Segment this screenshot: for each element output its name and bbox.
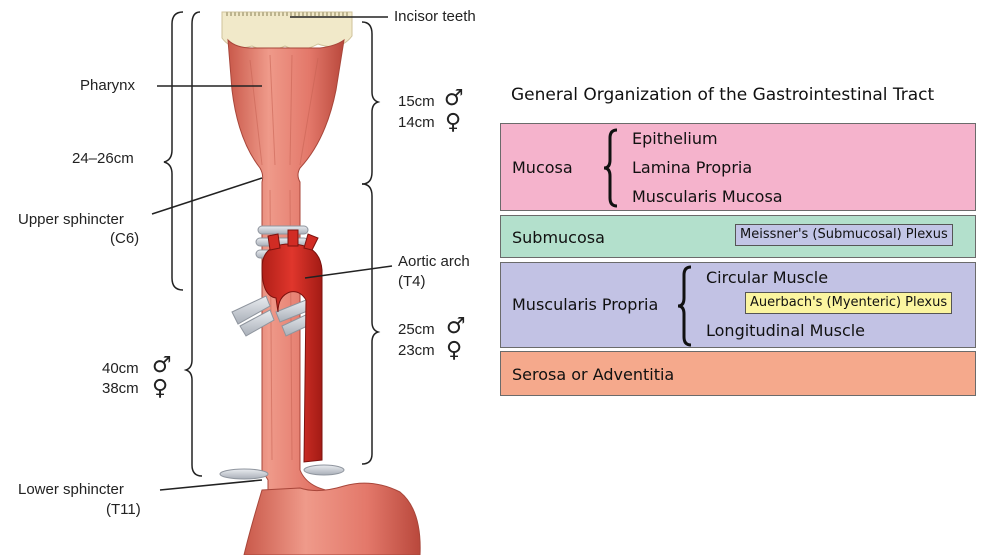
brace-icon — [675, 265, 695, 347]
serosa-layer: Serosa or Adventitia — [500, 351, 976, 396]
mucosa-layer: Mucosa Epithelium Lamina Propria Muscula… — [500, 123, 976, 211]
right-brace-lower — [362, 184, 378, 464]
layer-name: Serosa or Adventitia — [512, 365, 674, 384]
sublayer-circular-muscle: Circular Muscle — [706, 268, 828, 287]
female-symbol-icon: ♀ — [446, 340, 462, 362]
mid-male-length: 25cm — [398, 321, 435, 339]
sublayer-muscularis-mucosa: Muscularis Mucosa — [632, 187, 783, 206]
pharynx-label: Pharynx — [80, 77, 135, 95]
lower-sphincter-label: Lower sphincter — [18, 481, 124, 499]
aortic-arch-level: (T4) — [398, 273, 426, 291]
upper-male-length: 15cm — [398, 93, 435, 111]
upper-female-length: 14cm — [398, 114, 435, 132]
sublayer-epithelium: Epithelium — [632, 129, 718, 148]
aortic-arch-label: Aortic arch — [398, 253, 470, 271]
mid-female-length: 23cm — [398, 342, 435, 360]
lower-sphincter-level: (T11) — [106, 501, 141, 519]
left-brace-upper — [164, 12, 183, 290]
brace-icon — [601, 128, 621, 208]
male-symbol-icon: ♂ — [446, 316, 466, 338]
meissner-plexus-label: Meissner's (Submucosal) Plexus — [735, 224, 953, 246]
total-female-length: 38cm — [102, 380, 139, 398]
left-brace-total — [186, 12, 202, 476]
layer-name: Submucosa — [512, 228, 605, 247]
total-male-length: 40cm — [102, 360, 139, 378]
layer-name: Muscularis Propria — [512, 295, 658, 314]
female-symbol-icon: ♀ — [445, 112, 461, 134]
layer-name: Mucosa — [512, 158, 573, 177]
sublayer-longitudinal-muscle: Longitudinal Muscle — [706, 321, 865, 340]
sublayer-lamina-propria: Lamina Propria — [632, 158, 752, 177]
upper-sphincter-level: (C6) — [110, 230, 139, 248]
female-symbol-icon: ♀ — [152, 378, 168, 400]
male-symbol-icon: ♂ — [152, 355, 172, 377]
male-symbol-icon: ♂ — [444, 88, 464, 110]
auerbach-plexus-label: Auerbach's (Myenteric) Plexus — [745, 292, 952, 314]
muscularis-propria-layer: Muscularis Propria Circular Muscle Auerb… — [500, 262, 976, 348]
right-brace-upper — [362, 22, 378, 184]
submucosa-layer: Submucosa Meissner's (Submucosal) Plexus — [500, 215, 976, 258]
upper-sphincter-label: Upper sphincter — [18, 211, 124, 229]
organization-title: General Organization of the Gastrointest… — [511, 85, 934, 105]
pharynx-length-label: 24–26cm — [72, 150, 134, 168]
stomach — [244, 483, 420, 555]
incisor-teeth-label: Incisor teeth — [394, 8, 476, 26]
